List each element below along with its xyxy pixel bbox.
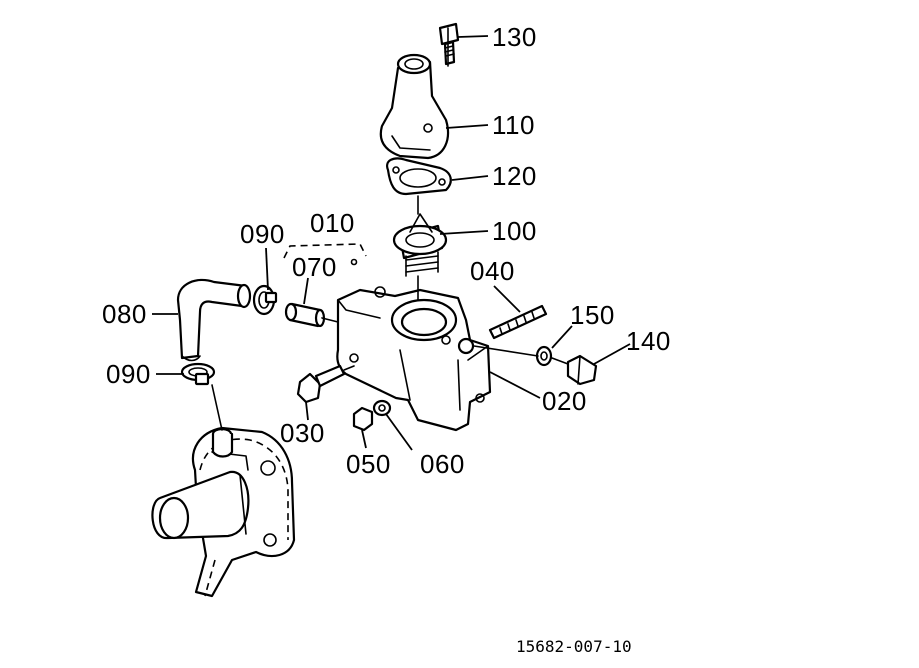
bolt-030	[296, 364, 346, 404]
thermostat-housing-020	[336, 258, 492, 432]
water-flange-110	[379, 53, 450, 160]
label-090-lower: 090	[106, 359, 151, 389]
label-140: 140	[626, 326, 671, 356]
hose-080	[176, 278, 252, 362]
bracket-010	[283, 243, 367, 259]
stud-bolt-040	[488, 304, 548, 340]
label-060: 060	[420, 449, 465, 479]
hose-clamp-090-upper	[252, 284, 278, 316]
label-050: 050	[346, 449, 391, 479]
nut-050	[352, 406, 374, 432]
label-030: 030	[280, 418, 325, 448]
label-110: 110	[492, 110, 535, 140]
label-070: 070	[292, 252, 337, 282]
hose-clamp-090-lower	[180, 362, 216, 386]
label-090-upper: 090	[240, 219, 285, 249]
label-080: 080	[102, 299, 147, 329]
washer-150	[535, 345, 553, 367]
label-020: 020	[542, 386, 587, 416]
gasket-120	[386, 157, 452, 196]
figure-number: 15682-007-10	[516, 637, 632, 656]
explode-lines	[211, 27, 569, 431]
water-pump-body	[151, 426, 296, 598]
label-130: 130	[492, 22, 537, 52]
label-150: 150	[570, 300, 615, 330]
pipe-070	[284, 302, 326, 328]
label-010: 010	[310, 208, 355, 238]
thermostat-100	[392, 213, 448, 277]
label-040: 040	[470, 256, 515, 286]
label-120: 120	[492, 161, 537, 191]
plug-140	[566, 354, 598, 386]
bolt-130	[438, 22, 460, 66]
leader-lines	[152, 35, 631, 451]
lock-washer-060	[372, 399, 392, 417]
label-100: 100	[492, 216, 537, 246]
